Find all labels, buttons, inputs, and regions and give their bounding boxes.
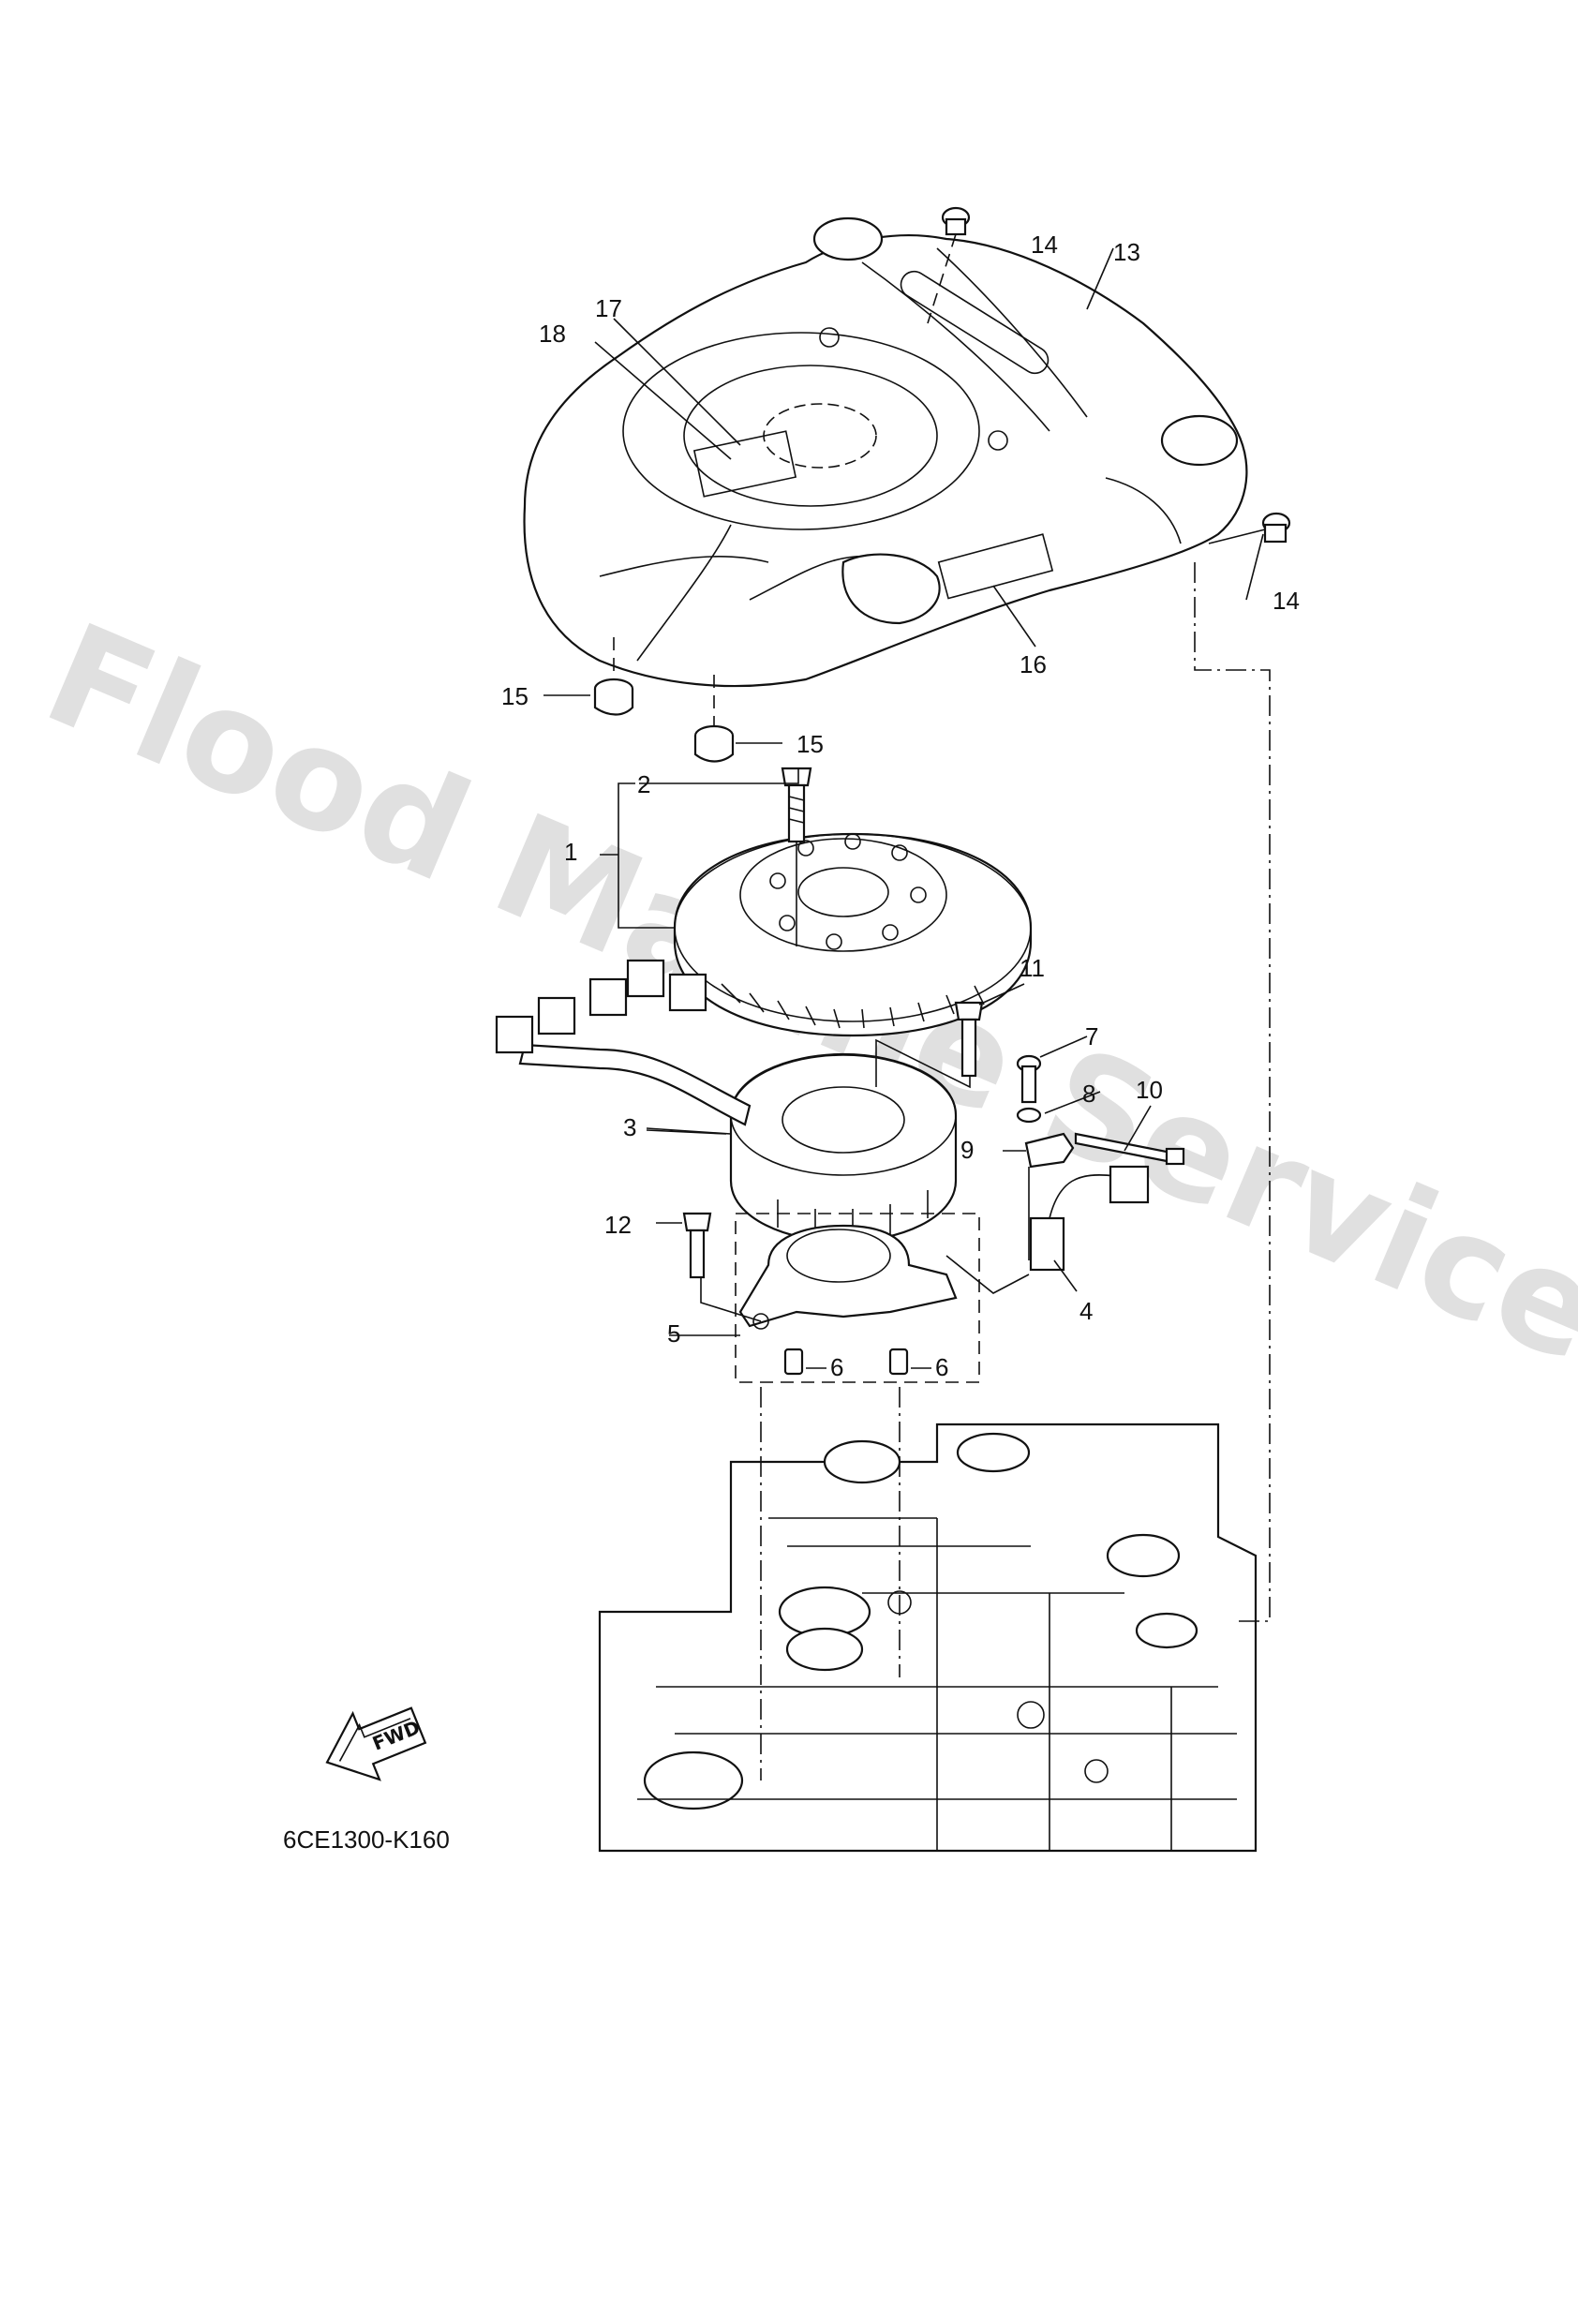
callout-3: 3 bbox=[623, 1113, 636, 1141]
stator-part bbox=[729, 1052, 958, 1244]
grommet-part-14a bbox=[927, 206, 971, 324]
callout-6b: 6 bbox=[935, 1353, 948, 1381]
callout-9: 9 bbox=[960, 1136, 974, 1164]
callout-8: 8 bbox=[1082, 1080, 1095, 1108]
dowel-pin-part-6a bbox=[783, 1348, 804, 1376]
bracket-part-9 bbox=[1024, 1132, 1075, 1169]
callout-14a: 14 bbox=[1031, 231, 1058, 259]
reference-lines bbox=[543, 247, 1271, 1780]
washer-part-8 bbox=[1016, 1107, 1042, 1124]
callout-15b: 15 bbox=[796, 730, 824, 758]
dowel-pin-part-6b bbox=[888, 1348, 909, 1376]
callout-7: 7 bbox=[1085, 1022, 1098, 1050]
callout-11: 11 bbox=[1020, 954, 1045, 982]
callout-16: 16 bbox=[1020, 650, 1047, 678]
bolt-part-11 bbox=[954, 1001, 984, 1078]
flywheel-bolt-part bbox=[781, 767, 812, 843]
callout-10: 10 bbox=[1136, 1076, 1163, 1104]
callout-6a: 6 bbox=[830, 1353, 843, 1381]
bolt-part-12 bbox=[682, 1212, 712, 1279]
screw-part-7 bbox=[1016, 1054, 1042, 1104]
top-cover-part bbox=[523, 216, 1248, 688]
grommet-part-14b bbox=[1208, 512, 1291, 544]
flywheel-part bbox=[673, 832, 1033, 1037]
clamp-part-10 bbox=[1074, 1132, 1185, 1166]
callout-12: 12 bbox=[604, 1211, 632, 1239]
forward-direction-arrow-icon: FWD bbox=[325, 1706, 427, 1781]
grommet-part-15a bbox=[593, 637, 634, 716]
callout-15a: 15 bbox=[501, 682, 528, 710]
stator-harness-part bbox=[495, 959, 752, 1126]
pulser-coil-part bbox=[1029, 1165, 1150, 1272]
callout-4: 4 bbox=[1079, 1297, 1093, 1325]
drawing-code: 6CE1300-K160 bbox=[283, 1825, 450, 1854]
stator-base-part bbox=[735, 1213, 980, 1383]
callout-1: 1 bbox=[564, 838, 577, 866]
callout-18: 18 bbox=[539, 320, 566, 348]
callout-14b: 14 bbox=[1273, 587, 1300, 615]
callout-2: 2 bbox=[637, 770, 650, 798]
callout-labels: 1 2 3 4 5 6 6 7 8 9 10 11 12 13 14 14 15… bbox=[501, 231, 1300, 1381]
engine-block-part bbox=[598, 1423, 1258, 1853]
grommet-part-15b bbox=[693, 675, 735, 763]
callout-17: 17 bbox=[595, 294, 622, 322]
callout-13: 13 bbox=[1113, 238, 1140, 266]
callout-5: 5 bbox=[667, 1319, 680, 1348]
